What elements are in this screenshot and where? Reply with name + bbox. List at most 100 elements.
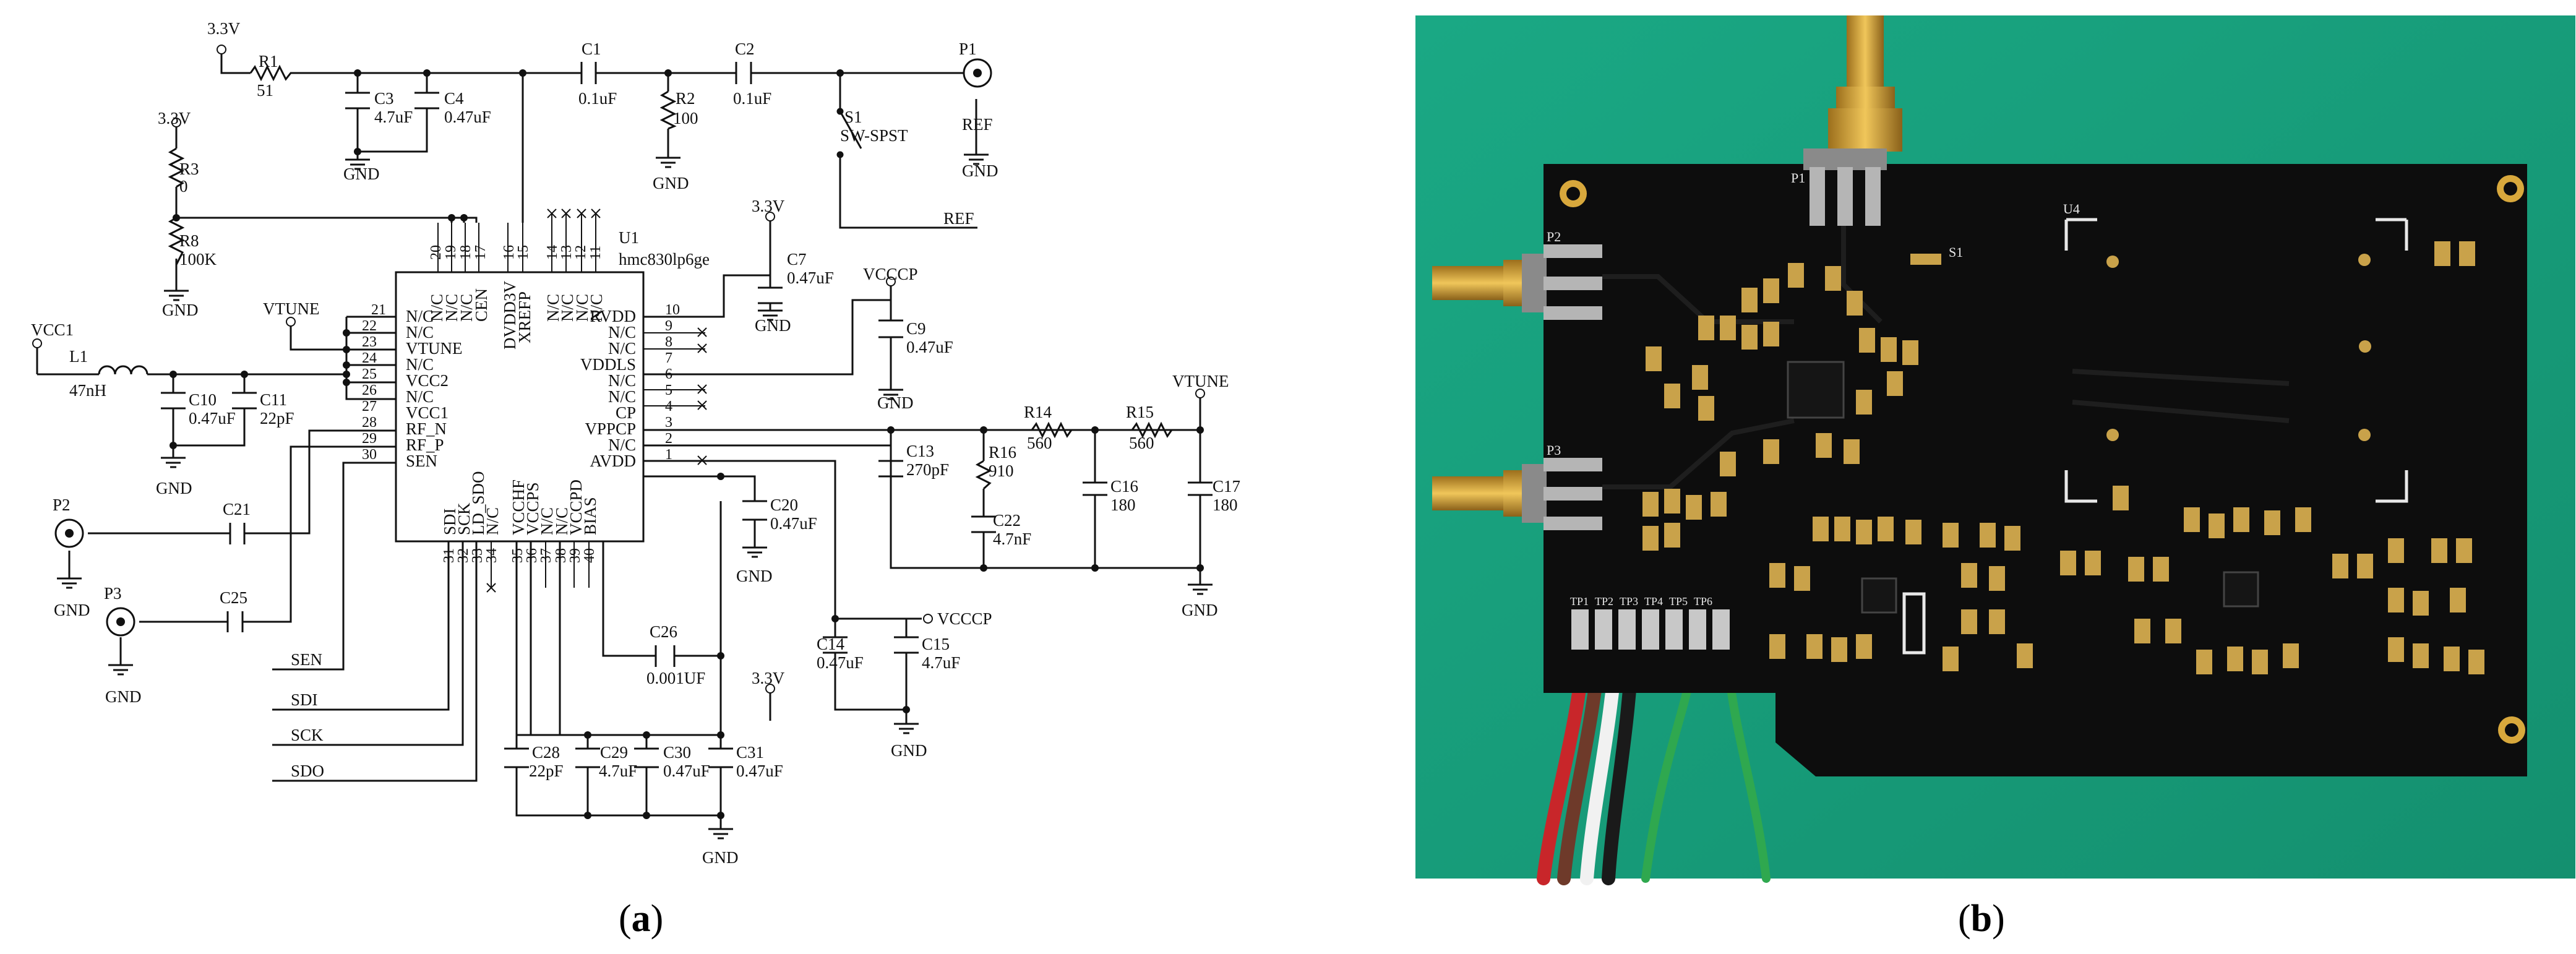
pin-num: 29 <box>362 431 377 447</box>
pin-num: 12 <box>573 245 589 260</box>
silk-tp2: TP2 <box>1595 595 1613 608</box>
pin-num: 25 <box>362 366 377 382</box>
capacitor-symbols <box>161 62 1213 768</box>
pin-name: N/C <box>427 294 446 322</box>
ref-c14: C14 <box>817 635 845 653</box>
value-r14: 560 <box>1027 434 1052 452</box>
net-label-sck: SCK <box>291 726 324 744</box>
schematic-panel: U1 hmc830lp6ge 21 22 23 24 25 26 27 28 2… <box>25 0 1250 940</box>
pin-num: 20 <box>428 245 444 260</box>
pin-num: 33 <box>470 548 486 563</box>
value-c10: 0.47uF <box>189 409 236 428</box>
pin-name: N/C <box>544 294 562 322</box>
pin-num: 13 <box>559 245 575 260</box>
caption-a: (a) <box>619 898 663 940</box>
pin-name: SDI <box>440 508 459 535</box>
silk-p1: P1 <box>1791 170 1805 186</box>
pin-name: VCCHF <box>509 479 528 535</box>
net-label-gnd: GND <box>156 479 192 497</box>
ref-c9: C9 <box>906 319 926 338</box>
ref-c1: C1 <box>582 40 601 58</box>
value-c7: 0.47uF <box>787 269 834 287</box>
pin-name: N/C <box>608 387 636 406</box>
silk-u4: U4 <box>2063 201 2080 217</box>
photo-panel: P1 P2 P3 U4 S1 TP1 TP2 TP3 TP4 TP5 TP6 (… <box>1415 15 2575 940</box>
pin-num: 36 <box>524 548 540 563</box>
net-label-sen: SEN <box>291 650 322 669</box>
ic-u1-ref: U1 <box>619 228 639 247</box>
pin-num: 28 <box>362 415 377 431</box>
value-c2: 0.1uF <box>733 89 771 108</box>
pin-name: N/C <box>457 294 476 322</box>
value-c20: 0.47uF <box>770 514 817 533</box>
pin-name: N/C <box>538 507 556 535</box>
ic-u1-part: hmc830lp6ge <box>619 250 710 269</box>
net-label-vcccp: VCCCP <box>863 265 918 283</box>
pin-name: XREFP <box>515 291 534 343</box>
net-label-sdi: SDI <box>291 690 318 709</box>
value-c14: 0.47uF <box>817 653 864 672</box>
ref-c28: C28 <box>532 743 560 762</box>
ref-r2: R2 <box>676 89 695 108</box>
pin-name: VDDLS <box>580 355 636 374</box>
pin-num: 19 <box>443 245 459 260</box>
ref-c26: C26 <box>650 622 677 641</box>
ref-c31: C31 <box>736 743 764 762</box>
pin-num: 9 <box>665 318 672 334</box>
pcb-board <box>1543 164 2527 776</box>
ref-c30: C30 <box>663 743 691 762</box>
pin-name: N/C <box>406 307 434 325</box>
value-r3: 0 <box>179 177 188 196</box>
pin-num: 3 <box>665 415 672 431</box>
pcb-traces <box>1602 226 2290 489</box>
sma-connector-p1 <box>1803 15 1902 226</box>
value-c9: 0.47uF <box>906 338 953 356</box>
net-label-vtune: VTUNE <box>1172 372 1229 390</box>
pin-name: CEN <box>472 288 491 322</box>
pin-name: SCK <box>455 502 473 535</box>
pin-name: VTUNE <box>406 339 462 358</box>
pin-num: 37 <box>538 548 554 563</box>
pin-name: N/C <box>608 371 636 390</box>
pin-name: RF_N <box>406 419 447 438</box>
test-point-header <box>1571 609 1730 650</box>
ref-c13: C13 <box>906 442 934 460</box>
value-r15: 560 <box>1129 434 1154 452</box>
pin-name: N/C <box>406 355 434 374</box>
ref-c16: C16 <box>1110 477 1138 496</box>
silk-tp4: TP4 <box>1644 595 1663 608</box>
ic-top-pins: 20 19 18 17 16 15 14 13 12 11 N/C N/C N/… <box>427 208 606 350</box>
ref-c17: C17 <box>1213 477 1240 496</box>
ref-c7: C7 <box>787 250 807 269</box>
pin-num: 16 <box>501 245 517 260</box>
ic-bottom-pins: 31 32 33 34 35 36 37 38 39 40 SDI SCK LD… <box>440 471 599 593</box>
pin-name: AVDD <box>590 452 636 470</box>
value-c13: 270pF <box>906 460 949 479</box>
net-label-gnd: GND <box>755 316 791 335</box>
net-label-3v3: 3.3V <box>752 197 785 215</box>
smd-components <box>1642 241 2484 674</box>
pin-num: 7 <box>665 350 672 366</box>
pin-num: 40 <box>582 548 598 563</box>
net-label-3v3: 3.3V <box>158 109 191 127</box>
ref-p3: P3 <box>104 584 122 603</box>
net-label-gnd: GND <box>54 601 90 619</box>
silk-tp3: TP3 <box>1620 595 1638 608</box>
net-label-gnd: GND <box>962 161 998 180</box>
inductor-l1 <box>98 365 148 375</box>
ref-c21: C21 <box>223 500 251 518</box>
ref-r16: R16 <box>989 443 1016 462</box>
ic-chips <box>1787 361 2259 614</box>
schematic-wires <box>37 54 1201 829</box>
ref-c3: C3 <box>374 89 394 108</box>
pin-num: 35 <box>510 548 526 563</box>
pin-num: 23 <box>362 334 377 350</box>
pin-num: 30 <box>362 447 377 463</box>
ref-s1: S1 <box>844 108 862 126</box>
pin-num: 8 <box>665 334 672 350</box>
ref-r14: R14 <box>1024 403 1052 421</box>
value-c31: 0.47uF <box>736 762 783 780</box>
resistor-symbols <box>168 64 1173 490</box>
ic-left-pins: 21 22 23 24 25 26 27 28 29 30 N/C N/C VT… <box>346 302 462 470</box>
